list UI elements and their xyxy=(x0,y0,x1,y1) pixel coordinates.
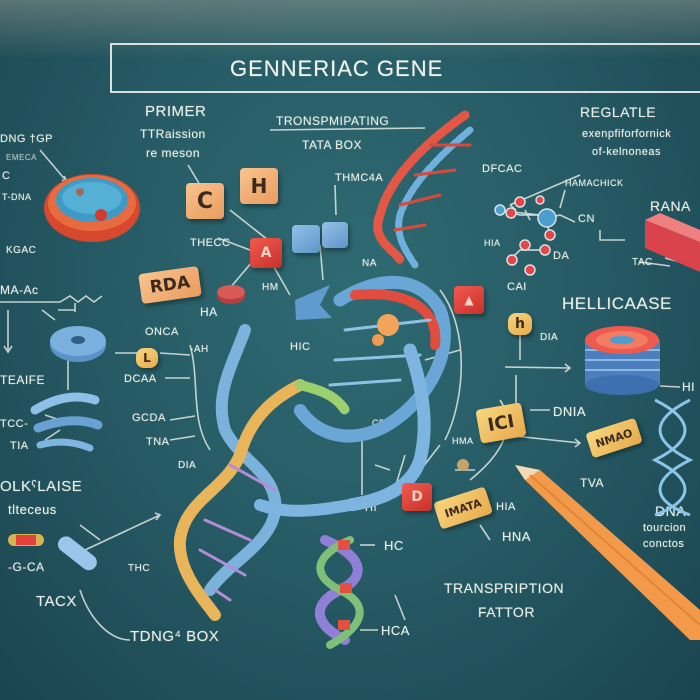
d-red-cube: D xyxy=(402,483,432,511)
dna-helix-small-icon xyxy=(315,535,364,649)
label-hi-right: HI xyxy=(682,380,695,394)
dna-helix-top-icon xyxy=(373,110,474,269)
label-hma-mid: HMA xyxy=(452,436,474,446)
label-dng-gp: DNG †GP xyxy=(0,133,54,145)
label-primer-sub1: TTRaission xyxy=(140,127,206,141)
ribbon-protein-icon xyxy=(30,392,103,452)
title-box xyxy=(110,43,700,93)
dna-strand-right-icon xyxy=(254,343,431,517)
pencil-icon xyxy=(515,465,700,640)
label-hca-bottom: HCA xyxy=(381,623,410,638)
blue-cube-2 xyxy=(322,222,348,248)
label-cn: CN xyxy=(578,213,595,225)
donut-protein-icon xyxy=(50,326,106,362)
arrow-primer-to-c xyxy=(187,164,201,186)
label-dia-mid: DIA xyxy=(540,332,559,343)
label-hia-bottom: HIA xyxy=(496,501,516,513)
underline-transpmipating xyxy=(269,127,426,131)
rana-bar-icon xyxy=(645,213,700,272)
label-gcda: GCDA xyxy=(132,412,166,424)
label-ha-left: HA xyxy=(200,305,218,319)
tablet-icon xyxy=(217,285,245,304)
label-hamachick: HAMACHICK xyxy=(565,178,624,188)
label-gca: -G-CA xyxy=(8,560,45,574)
label-hia-top: HIA xyxy=(484,238,501,248)
l-bead: L xyxy=(136,348,158,368)
label-helicase: HELLICAASE xyxy=(562,294,672,313)
label-hi-bottom: HI xyxy=(365,502,377,514)
label-dia-left: DIA xyxy=(178,460,197,471)
blue-cube-1 xyxy=(292,225,320,253)
label-factor: FATTOR xyxy=(478,604,535,620)
label-tia: TIA xyxy=(10,440,29,452)
helicase-enzyme-icon xyxy=(585,326,660,395)
label-tacx: TACX xyxy=(36,593,77,610)
label-na-top: NA xyxy=(362,258,377,269)
label-thecc: THECC xyxy=(190,237,231,249)
label-thc: THC xyxy=(128,563,151,574)
label-emeca: EMECA xyxy=(6,153,37,162)
label-ah: -AH xyxy=(190,344,209,355)
label-tna: TNA xyxy=(146,436,170,448)
label-reglatle: REGLATLE xyxy=(580,104,657,120)
label-hc-bottom: HC xyxy=(384,538,404,553)
label-transpmipating: TRONSPMIPATING xyxy=(276,114,390,128)
label-teaife: TEAIFE xyxy=(0,373,46,387)
label-reglatle-sub2: of-kelnoneas xyxy=(592,146,661,158)
label-hna: HNA xyxy=(502,529,531,544)
label-c-left: C xyxy=(2,170,11,182)
c-cube: C xyxy=(186,183,224,219)
label-t-dna: T-DNA xyxy=(2,192,32,202)
label-dfcac: DFCAC xyxy=(482,163,523,175)
page-title: GENNERIAC GENE xyxy=(230,56,444,81)
label-tva: TVA xyxy=(580,476,604,490)
h-cube: H xyxy=(240,168,278,204)
cell-membrane-icon xyxy=(44,174,140,242)
label-dna-right: DNA xyxy=(655,503,687,519)
label-dna-right-sub1: tourcion xyxy=(643,522,687,534)
label-cai: CAI xyxy=(507,281,527,293)
arrow-to-helicase xyxy=(504,366,571,369)
label-dnia: DNIA xyxy=(553,404,587,419)
label-tata-box: TATA BOX xyxy=(302,138,363,152)
label-primer-sub2: re meson xyxy=(146,146,201,160)
label-rana: RANA xyxy=(650,198,691,214)
label-transcription: TRANSPRIPTION xyxy=(444,580,565,596)
label-tac: TAC xyxy=(632,257,653,268)
label-reglatle-sub1: exenpfiforfornick xyxy=(582,128,672,140)
label-kgac: KGAC xyxy=(6,245,37,256)
h-small-bead: h xyxy=(508,313,532,335)
blue-arrow-shape-icon xyxy=(295,285,332,320)
label-dna-right-sub2: conctos xyxy=(643,538,685,550)
label-hic: HIC xyxy=(290,341,311,353)
bead-icon xyxy=(457,459,469,471)
a-red-cube: A xyxy=(250,238,282,268)
arrow-dng-to-cell xyxy=(39,149,69,184)
dna-helix-blue-icon xyxy=(651,398,694,517)
label-hm: HM xyxy=(262,282,279,293)
dna-helix-center-icon xyxy=(293,275,451,443)
label-da: DA xyxy=(553,250,570,262)
label-tlteceus: tlteceus xyxy=(8,502,57,517)
dna-helix-rainbow-icon xyxy=(173,324,350,621)
molecule-icon xyxy=(494,195,557,276)
arrow-pill-to-dna xyxy=(84,514,161,551)
red-triangle-cube: ▲ xyxy=(454,286,484,314)
label-primer: PRIMER xyxy=(145,103,207,120)
label-dcaa: DCAA xyxy=(124,373,157,385)
label-tdng-box: TDNG⁴ BOX xyxy=(130,628,220,645)
pill-capsule-icon xyxy=(8,534,97,571)
label-olklaise: OLKˤLAISE xyxy=(0,478,83,495)
label-tcc: TCC- xyxy=(0,418,29,430)
label-thmc4a: THMC4A xyxy=(335,172,384,184)
label-ma-ac: MA-Ac xyxy=(0,283,39,297)
label-onca: ONCA xyxy=(145,326,179,338)
